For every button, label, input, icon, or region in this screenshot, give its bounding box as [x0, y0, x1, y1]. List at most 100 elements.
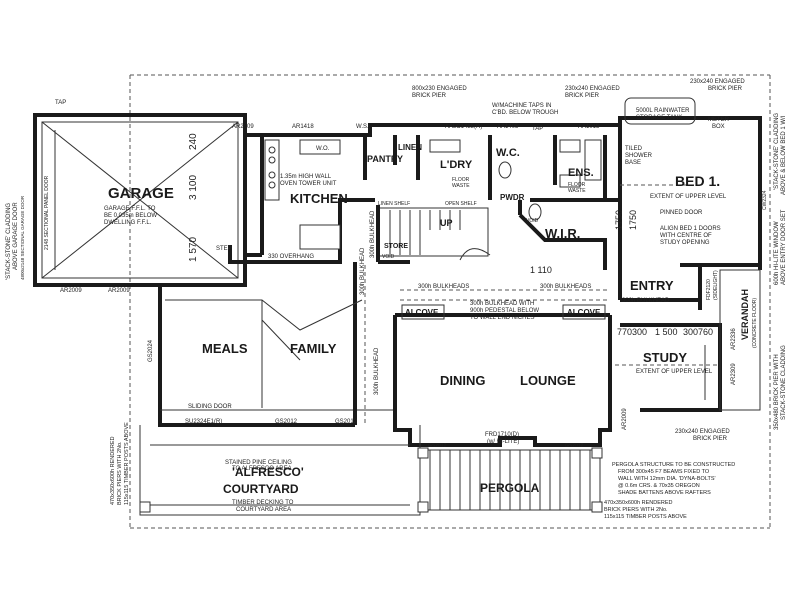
label-pergola-note-3: WALL WITH 12mm DIA. 'DYNA-BOLTS' — [618, 476, 716, 482]
label-stack-left-3: 4800x2148 SECTIONAL GARAGE DOOR — [20, 195, 25, 280]
label-floor-waste-3: FLOOR — [568, 182, 586, 188]
label-pine-2: TO ALFRESCO AREA — [232, 466, 292, 472]
dimension-1500: 1 500 — [655, 327, 678, 337]
label-sectional-door: 2148 SECTIONAL PANEL DOOR — [44, 175, 50, 250]
label-rainwater-2: STORAGE TANK — [636, 115, 682, 121]
label-aalc: AALC1485(R) — [445, 124, 482, 130]
label-tiled-1: TILED — [625, 146, 643, 152]
dimension-3100: 3 100 — [188, 175, 199, 200]
label-oven-2: OVEN TOWER UNIT — [280, 181, 337, 187]
label-gs2012-a: GS2012 — [275, 419, 298, 425]
label-bulkhead-ped-1: 300h BULKHEAD WITH — [470, 301, 534, 307]
label-stack-left-2: ABOVE GARAGE DOOR — [13, 202, 19, 270]
dimension-labels: 240 3 100 1 570 1 110 1750 1750 770300 1… — [188, 133, 713, 337]
pergola-piers — [139, 447, 603, 513]
label-stack-right-1: 'STACK-STONE' CLADDING — [774, 113, 780, 190]
label-ws: W.S. — [356, 124, 369, 130]
label-stack-left-1: 'STACK-STONE' CLADDING — [6, 203, 12, 280]
label-washing-taps-1: W/MACHINE TAPS IN — [492, 103, 551, 109]
dimension-1570: 1 570 — [188, 237, 199, 262]
label-gs2012-c: GS2012 — [428, 443, 447, 449]
room-label-alcove-left: ALCOVE — [405, 308, 439, 317]
alcove-box-right — [562, 304, 606, 320]
label-ar2009-r: AR2009 — [622, 408, 628, 430]
label-engaged-pier-3: 230x240 ENGAGED — [690, 79, 745, 85]
label-su2324: SU2324E1(R) — [185, 419, 222, 425]
label-bulkhead-2: 300h BULKHEADS — [418, 284, 469, 290]
annotation-labels: TAP TAP 800x230 ENGAGED BRICK PIER 230x2… — [6, 79, 787, 520]
dimension-1110: 1 110 — [530, 265, 552, 275]
room-label-meals: MEALS — [202, 341, 248, 356]
room-label-store: STORE — [384, 243, 408, 250]
label-window-right-2: ABOVE ENTRY DOOR SET — [781, 209, 787, 285]
room-label-study: STUDY — [643, 350, 687, 365]
dimension-300760: 300760 — [683, 327, 713, 337]
house-walls — [158, 116, 762, 447]
label-align-1: ALIGN BED 1 DOORS — [660, 226, 721, 232]
label-gs2012-d: GS2012 — [565, 443, 584, 449]
label-pergola-note-2: FROM 300x45 F7 BEAMS FIXED TO — [618, 469, 710, 475]
room-label-bed1: BED 1. — [675, 173, 720, 189]
label-ar1418: AR1418 — [292, 124, 314, 130]
label-ar2336: AR2336 — [731, 328, 737, 350]
label-hi-lite: (w/ HI-LITE) — [487, 439, 519, 445]
wet-area-fixtures — [429, 139, 602, 221]
label-pergola-note-1: PERGOLA STRUCTURE TO BE CONSTRUCTED — [612, 462, 735, 468]
label-rainwater-1: 5000L RAINWATER — [636, 108, 690, 114]
label-bulkhead-4: 300h BULKHEAD — [622, 298, 670, 304]
bulkhead-lines — [364, 184, 720, 425]
label-tap-mid: TAP — [532, 126, 543, 132]
label-pergola-note-4: @ 0.6m CRS. & 70x35 OREGON — [618, 483, 700, 489]
label-fdf: FDF2120 — [706, 279, 712, 300]
label-bulkhead-6: 300h BULKHEAD — [374, 347, 380, 395]
garage-walls — [33, 113, 247, 287]
label-meter-2: BOX — [712, 124, 725, 130]
label-oven-1: 1.35m HIGH WALL — [280, 174, 332, 180]
label-ar2009-b: AR2009 — [108, 288, 130, 294]
room-label-wir: W.I.R. — [545, 226, 580, 241]
room-label-alcove-right: ALCOVE — [567, 308, 601, 317]
label-bulkhead-5: 300h BULKHEAD — [360, 247, 366, 295]
room-label-up: UP — [440, 218, 453, 228]
room-label-pergola: PERGOLA — [480, 481, 540, 495]
room-label-alfresco: 'ALFRESCO' — [232, 465, 304, 479]
label-timber-2: COURTYARD AREA — [236, 507, 291, 513]
label-garage-note-1: GARAGE F.F.L. TO — [104, 206, 156, 212]
label-align-3: STUDY OPENING — [660, 240, 710, 246]
rainwater-tank — [624, 97, 696, 125]
label-void-1: VOID — [382, 254, 395, 260]
room-label-wc: W.C. — [496, 147, 520, 159]
label-piers-note-2: BRICK PIERS WITH 2No. — [604, 507, 668, 513]
label-window-right-1: 600h HI-LITE WINDOW — [774, 221, 780, 285]
label-brick-pier-1: BRICK PIER — [412, 93, 447, 99]
label-floor-waste-1: FLOOR — [452, 177, 470, 183]
label-tiled-3: BASE — [625, 160, 641, 166]
room-label-pantry: PANTRY — [367, 154, 403, 164]
label-ar2309: AR2309 — [731, 363, 737, 385]
label-ar2009-a: AR2009 — [60, 288, 82, 294]
kitchen-fixtures — [264, 139, 341, 250]
label-engaged-pier-4: 230x240 ENGAGED — [675, 429, 730, 435]
label-meter-1: METER — [708, 117, 730, 123]
label-piers-note-3: 115x115 TIMBER POSTS ABOVE — [604, 514, 687, 520]
label-wo: W.O. — [316, 146, 330, 152]
label-linen-shelf: LINEN SHELF — [378, 201, 410, 207]
label-overhang: 330 OVERHANG — [268, 254, 314, 260]
room-label-garage: GARAGE — [108, 185, 174, 202]
label-aa1405: AA1405 — [497, 124, 519, 130]
label-pier-right-1: 350x480 BRICK PIER WITH — [774, 354, 780, 430]
label-gs2024: GS2024 — [148, 339, 154, 362]
room-label-ens: ENS. — [568, 167, 594, 179]
stair-fixture — [389, 210, 491, 261]
label-timber-1: TIMBER DECKING TO — [232, 500, 294, 506]
label-garage-note-3: DWELLING F.F.L. — [104, 220, 152, 226]
label-floor-waste-2: WASTE — [452, 183, 470, 189]
label-open-shelf: OPEN SHELF — [445, 201, 477, 207]
room-label-family: FAMILY — [290, 341, 337, 356]
label-align-2: WITH CENTRE OF — [660, 233, 712, 239]
label-left-pier-2: BRICK PIERS WITH 2No. — [117, 441, 123, 505]
label-garage-note-2: BE 0.035m BELOW — [104, 213, 157, 219]
label-pine-1: STAINED PINE CEILING — [225, 460, 292, 466]
label-left-pier-3: 115x115 TIMBER POSTS ABOVE — [124, 422, 130, 505]
